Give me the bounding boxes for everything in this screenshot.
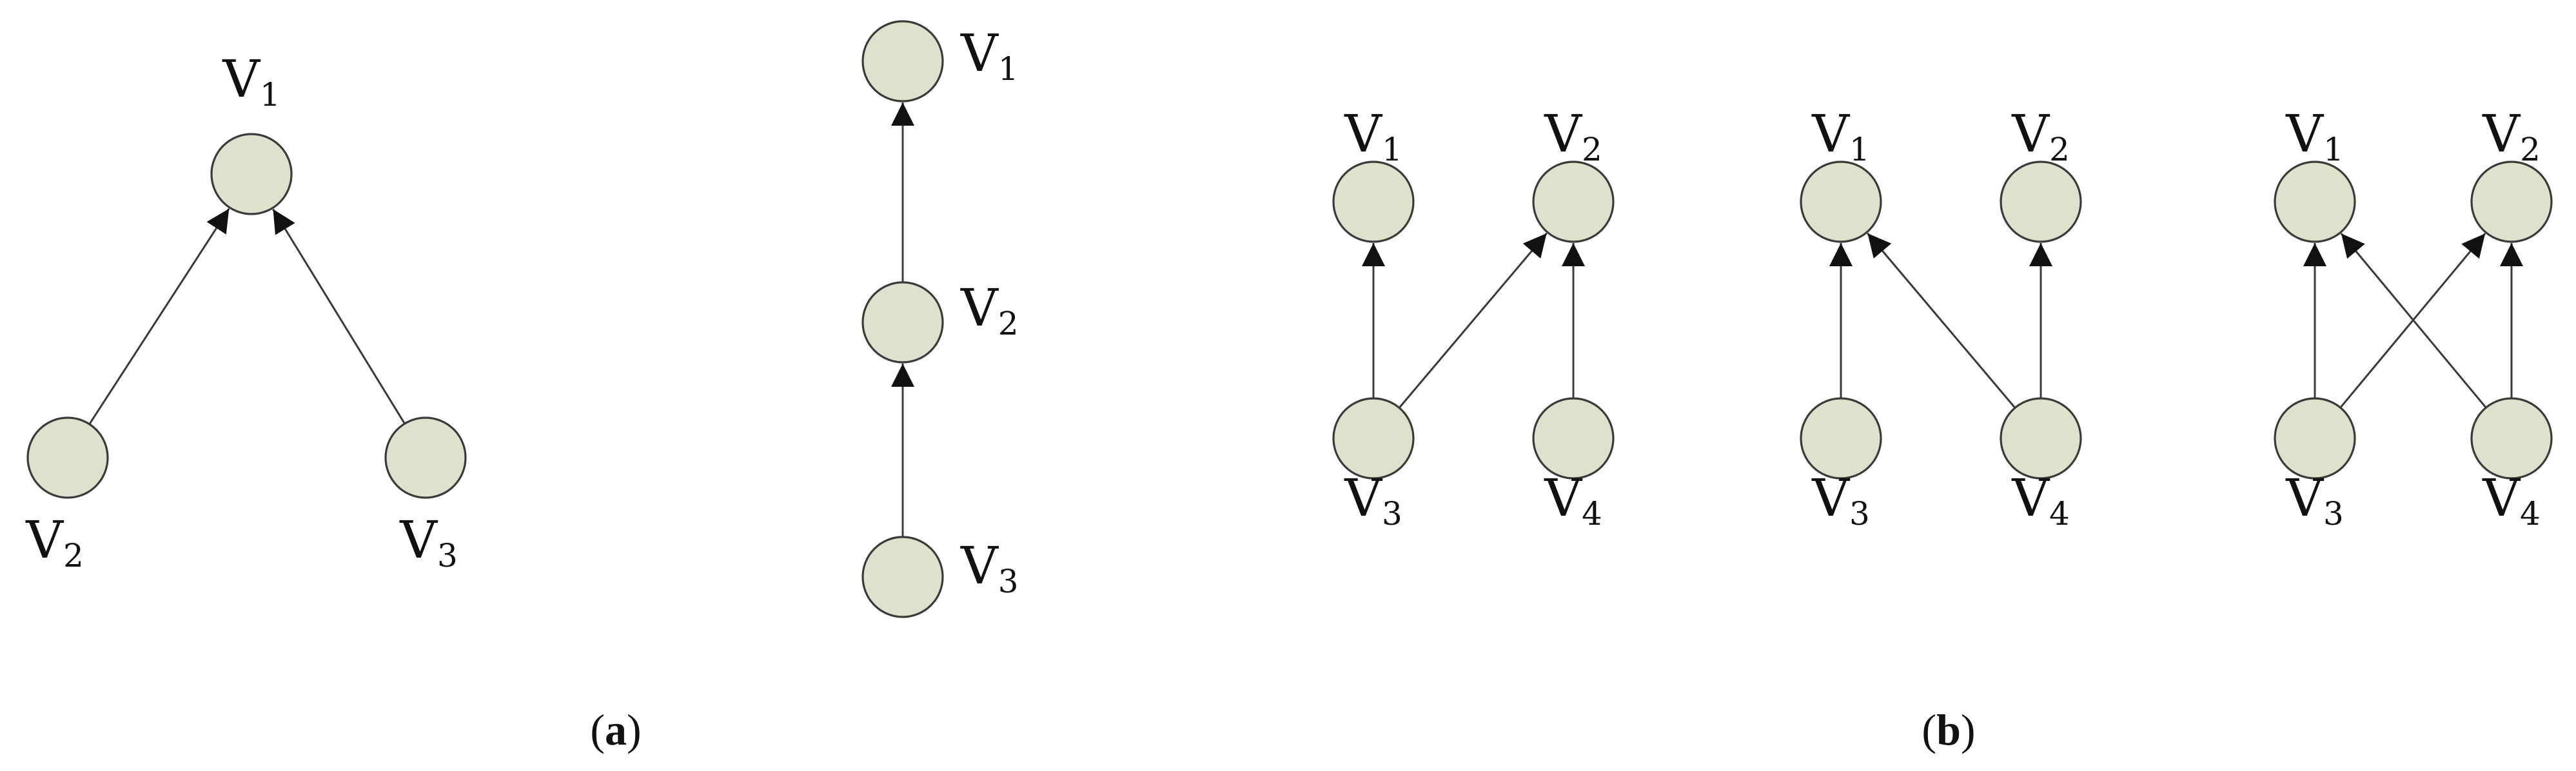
node-v3 bbox=[384, 416, 467, 499]
node-label-v2: V2 bbox=[2011, 104, 2070, 168]
node-label-v4: V4 bbox=[2482, 468, 2541, 532]
node-label-letter: V bbox=[2011, 468, 2050, 528]
node-label-letter: V bbox=[222, 49, 261, 109]
node-label-subscript: 2 bbox=[2520, 131, 2541, 168]
node-v4 bbox=[2470, 397, 2553, 480]
node-label-v1: V1 bbox=[960, 23, 1019, 88]
node-v2 bbox=[2000, 161, 2082, 243]
node-label-subscript: 1 bbox=[1849, 131, 1870, 168]
node-label-v3: V3 bbox=[1811, 468, 1870, 532]
node-v1 bbox=[1800, 161, 1882, 243]
node-label-subscript: 1 bbox=[2323, 131, 2344, 168]
node-label-v1: V1 bbox=[1344, 104, 1402, 168]
node-label-subscript: 4 bbox=[2520, 495, 2541, 532]
node-label-subscript: 3 bbox=[998, 563, 1019, 600]
node-label-v3: V3 bbox=[399, 510, 458, 574]
node-v1 bbox=[861, 20, 944, 102]
node-label-letter: V bbox=[1811, 468, 1850, 528]
node-label-letter: V bbox=[25, 510, 64, 570]
node-v3 bbox=[861, 536, 944, 618]
node-label-letter: V bbox=[1344, 104, 1382, 164]
caption-b: (b) bbox=[1922, 705, 1975, 754]
node-v2 bbox=[1532, 161, 1615, 243]
node-v1 bbox=[2274, 161, 2356, 243]
node-label-subscript: 2 bbox=[2049, 131, 2070, 168]
node-label-v1: V1 bbox=[2285, 104, 2344, 168]
node-label-letter: V bbox=[2482, 104, 2521, 164]
node-v2 bbox=[26, 416, 109, 499]
node-label-subscript: 2 bbox=[1582, 131, 1602, 168]
node-label-subscript: 3 bbox=[2323, 495, 2344, 532]
node-label-v4: V4 bbox=[1544, 468, 1602, 532]
node-label-subscript: 1 bbox=[260, 76, 280, 113]
node-label-subscript: 4 bbox=[2049, 495, 2070, 532]
node-label-v3: V3 bbox=[1344, 468, 1402, 532]
node-label-letter: V bbox=[2482, 468, 2521, 528]
node-label-v2: V2 bbox=[960, 278, 1019, 342]
node-label-letter: V bbox=[2285, 104, 2324, 164]
node-label-v3: V3 bbox=[960, 536, 1019, 600]
node-v4 bbox=[1532, 397, 1615, 480]
node-v1 bbox=[210, 133, 293, 215]
node-label-v2: V2 bbox=[25, 510, 84, 574]
node-label-v4: V4 bbox=[2011, 468, 2070, 532]
node-v3 bbox=[2274, 397, 2356, 480]
node-label-letter: V bbox=[2285, 468, 2324, 528]
node-v2 bbox=[861, 281, 944, 364]
node-label-subscript: 3 bbox=[1382, 495, 1402, 532]
edge-v4-to-v1 bbox=[1867, 232, 2016, 409]
node-label-letter: V bbox=[1544, 104, 1582, 164]
node-label-letter: V bbox=[1811, 104, 1850, 164]
edge-v3-to-v1 bbox=[272, 208, 406, 424]
node-label-letter: V bbox=[960, 278, 999, 338]
node-label-v1: V1 bbox=[222, 49, 280, 113]
node-label-letter: V bbox=[1544, 468, 1582, 528]
node-label-subscript: 4 bbox=[1582, 495, 1602, 532]
node-label-subscript: 3 bbox=[437, 537, 458, 574]
node-label-v2: V2 bbox=[1544, 104, 1602, 168]
node-label-v2: V2 bbox=[2482, 104, 2541, 168]
edge-v4-to-v1 bbox=[2340, 233, 2487, 409]
caption-a: (a) bbox=[590, 705, 641, 754]
node-label-subscript: 1 bbox=[998, 50, 1019, 88]
node-label-v1: V1 bbox=[1811, 104, 1870, 168]
node-label-subscript: 2 bbox=[998, 305, 1019, 342]
node-label-subscript: 1 bbox=[1382, 131, 1402, 168]
node-v2 bbox=[2470, 161, 2553, 243]
node-label-letter: V bbox=[2011, 104, 2050, 164]
node-label-v3: V3 bbox=[2285, 468, 2344, 532]
node-label-subscript: 2 bbox=[63, 537, 84, 574]
node-label-letter: V bbox=[960, 23, 999, 83]
node-v3 bbox=[1332, 397, 1415, 480]
node-label-subscript: 3 bbox=[1849, 495, 1870, 532]
node-label-letter: V bbox=[399, 510, 438, 570]
edge-v3-to-v2 bbox=[1398, 232, 1548, 409]
node-label-letter: V bbox=[1344, 468, 1382, 528]
node-v4 bbox=[2000, 397, 2082, 480]
edge-v2-to-v1 bbox=[88, 208, 230, 425]
node-v3 bbox=[1800, 397, 1882, 480]
node-v1 bbox=[1332, 161, 1415, 243]
node-label-letter: V bbox=[960, 536, 999, 596]
